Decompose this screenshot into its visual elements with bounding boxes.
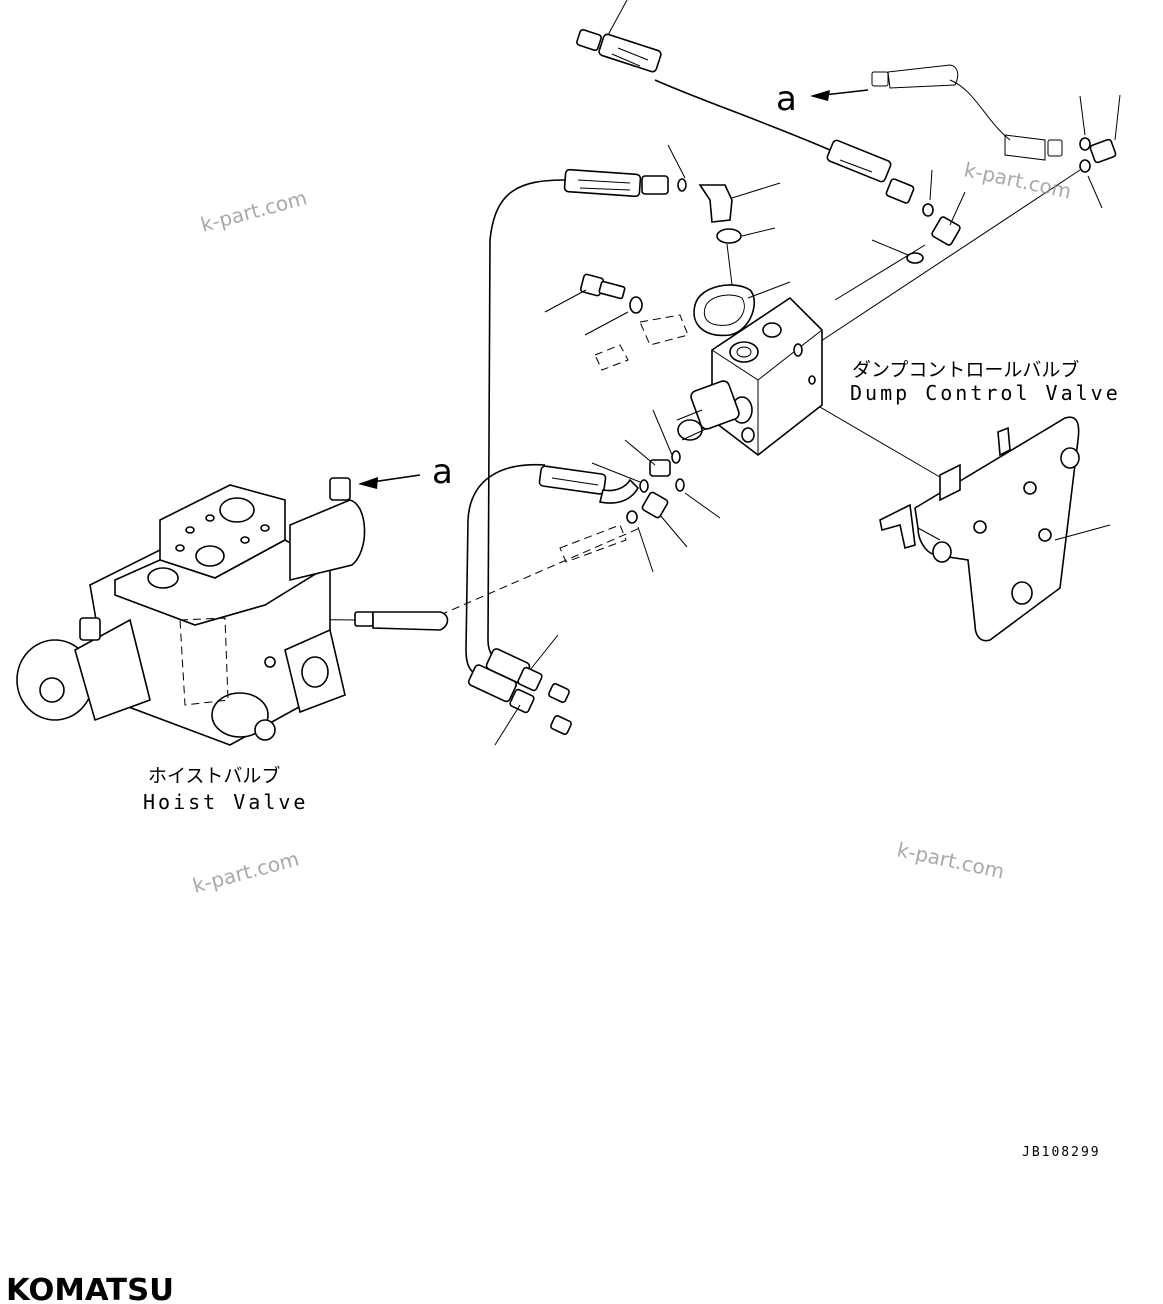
lower-valve-fittings	[538, 409, 721, 573]
watermark-4: k-part.com	[895, 837, 1007, 883]
komatsu-logo: KOMATSU	[6, 1273, 174, 1304]
reference-arrow-top: a	[776, 79, 869, 119]
drawing-number: JB108299	[1022, 1145, 1101, 1160]
mounting-bracket	[879, 416, 1111, 642]
hoist-valve	[16, 477, 449, 746]
ref-a-top: a	[776, 79, 797, 119]
dump-control-valve-label-en: Dump Control Valve	[850, 381, 1121, 405]
bolt-and-washers	[544, 273, 791, 371]
upper-right-hose-assembly	[871, 64, 1121, 209]
hoist-valve-label-en: Hoist Valve	[143, 790, 308, 814]
watermark-3: k-part.com	[190, 846, 301, 897]
ref-a-left: a	[432, 452, 453, 492]
reference-arrow-left: a	[358, 452, 453, 492]
top-hose-assembly	[576, 0, 966, 264]
dump-control-valve-label: ダンプコントロールバルブ Dump Control Valve	[850, 358, 1121, 405]
hoist-valve-label: ホイストバルブ Hoist Valve	[143, 764, 308, 814]
dump-control-valve-label-jp: ダンプコントロールバルブ	[852, 358, 1079, 381]
bottom-hose-ends	[467, 634, 572, 746]
upper-valve-fittings	[563, 144, 781, 351]
hoist-valve-label-jp: ホイストバルブ	[148, 764, 280, 787]
dump-control-valve	[676, 296, 823, 457]
watermark-2: k-part.com	[962, 157, 1074, 203]
watermark-1: k-part.com	[198, 185, 309, 236]
